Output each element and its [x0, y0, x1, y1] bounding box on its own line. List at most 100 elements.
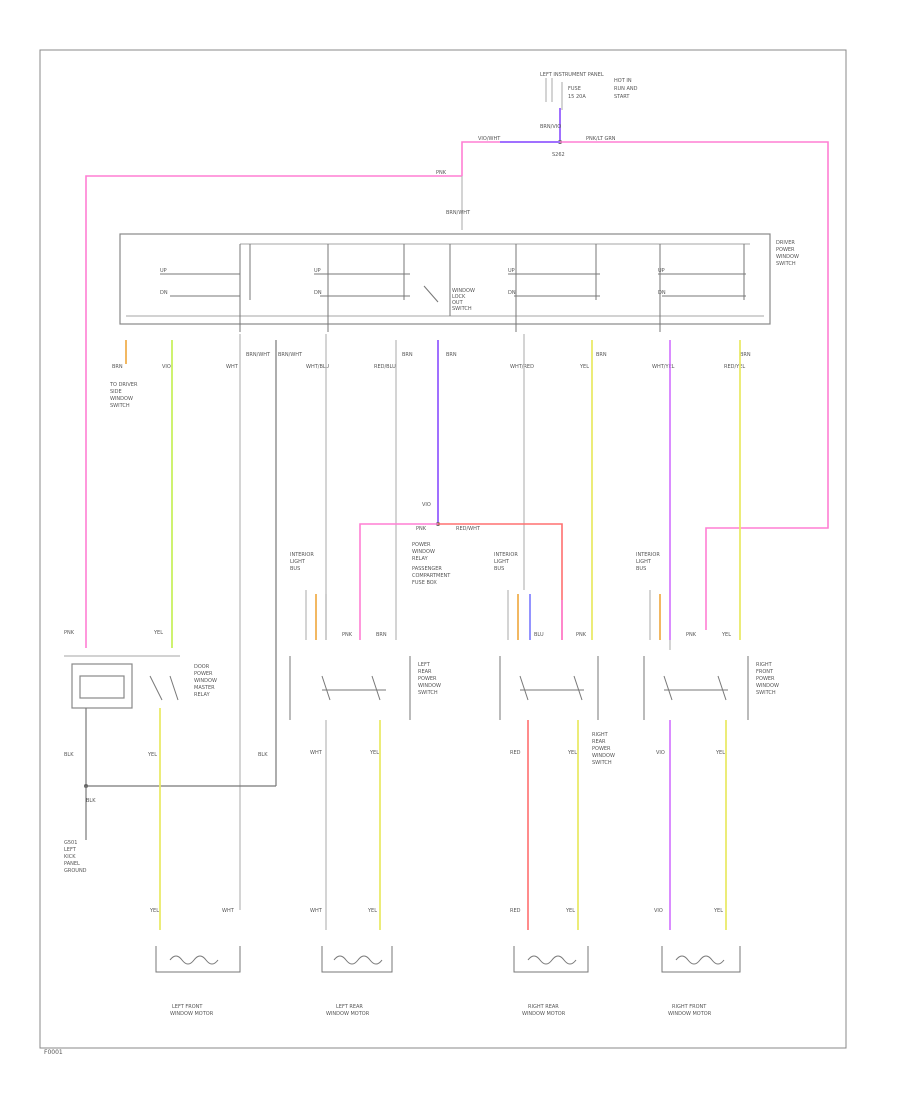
dn-label-4: DN	[658, 290, 666, 296]
master-note-0: BRN/WHT	[246, 352, 271, 358]
junction-sub-0: PASSENGER	[412, 566, 442, 572]
junction-sub-2: FUSE BOX	[412, 580, 437, 586]
lock-line-1: WINDOW	[452, 288, 475, 294]
lr-motor-wire-left: WHT	[310, 908, 323, 914]
rf-motor-wire-left: VIO	[654, 908, 663, 914]
ground-note-0: TO DRIVER	[109, 382, 138, 388]
master-note-2: BRN	[402, 352, 413, 358]
lr-motor-label-1: WINDOW MOTOR	[326, 1011, 370, 1017]
dn-label-3: DN	[508, 290, 516, 296]
motor-left-front: YEL WHT LEFT FRONT WINDOW MOTOR	[149, 908, 241, 1017]
lr-out-right: YEL	[369, 750, 379, 756]
rf-out-left: VIO	[656, 750, 665, 756]
up-label-2: UP	[314, 268, 321, 274]
master-switch-group-rf: UP DN	[658, 244, 746, 332]
rf-motor-coil	[675, 955, 725, 965]
master-output-labels: BRN VIO WHT WHT/BLU RED/BLU WHT/RED YEL …	[109, 352, 751, 409]
master-title-3: WINDOW	[776, 254, 799, 260]
master-title-4: SWITCH	[776, 261, 796, 267]
lf-motor-body	[155, 946, 241, 973]
lf-motor-wire-left: YEL	[149, 908, 159, 914]
rr-name-4: SWITCH	[592, 760, 612, 766]
window-lock-switch: WINDOW LOCK OUT SWITCH	[423, 244, 475, 316]
ground-label-1: LEFT	[64, 847, 77, 853]
rr-motor-label-1: WINDOW MOTOR	[522, 1011, 566, 1017]
rf-motor-body	[661, 946, 741, 973]
rf-out-right: YEL	[715, 750, 725, 756]
fuse-note-2: RUN AND	[614, 86, 638, 92]
master-output-0: BRN	[112, 364, 123, 370]
up-label-3: UP	[508, 268, 515, 274]
junction-pink	[359, 523, 438, 640]
lr-name-3: WINDOW	[418, 683, 441, 689]
ground-note-1: SIDE	[110, 389, 122, 395]
rr-name-2: POWER	[592, 746, 611, 752]
lock-line-3: OUT	[452, 300, 464, 306]
lr-name-1: REAR	[418, 669, 432, 675]
relay-wire-tl: PNK	[64, 630, 75, 636]
lock-line-2: LOCK	[452, 294, 466, 300]
door-power-window-relay: PNK YEL BLK YEL BLK DOOR POWER WINDOW MA…	[64, 630, 276, 930]
lr-motor-label-0: LEFT REAR	[336, 1004, 363, 1010]
junction-label-2: RELAY	[412, 556, 429, 562]
rf-motor-wire-right: YEL	[713, 908, 723, 914]
pink-feed-label: PNK	[436, 170, 447, 176]
master-output-1: VIO	[162, 364, 171, 370]
driver-power-window-switch: UP DN UP DN WINDOW LOCK OUT SWITCH UP	[119, 233, 799, 332]
lr-in-right: BRN	[376, 632, 387, 638]
pink-wire-left-relay	[85, 175, 462, 648]
rr-motor-body	[513, 946, 589, 973]
dn-label-1: DN	[160, 290, 168, 296]
master-switch-box	[119, 233, 771, 325]
master-output-2: WHT	[226, 364, 239, 370]
rr-motor-wire-left: RED	[510, 908, 521, 914]
lf-motor-wire-right: WHT	[222, 908, 235, 914]
fuse-label: FUSE	[568, 86, 581, 92]
ground-note-3: SWITCH	[110, 403, 130, 409]
master-output-3: WHT/BLU	[306, 364, 329, 370]
rf-in-left: PNK	[686, 632, 697, 638]
master-note-3: BRN	[446, 352, 457, 358]
master-switch-group-lr: UP DN	[314, 244, 410, 332]
lr-motor-wire-right: YEL	[367, 908, 377, 914]
ground-note-2: WINDOW	[110, 396, 133, 402]
master-note-5: BRN	[740, 352, 751, 358]
rf-motor-label-1: WINDOW MOTOR	[668, 1011, 712, 1017]
master-output-6: YEL	[579, 364, 589, 370]
rr-in-left: BLU	[534, 632, 544, 638]
dn-label-2: DN	[314, 290, 322, 296]
master-output-4: RED/BLU	[374, 364, 396, 370]
rr-motor-label-0: RIGHT REAR	[528, 1004, 559, 1010]
relay-label-0: DOOR	[194, 664, 210, 670]
master-output-7: WHT/YEL	[652, 364, 675, 370]
relay-wire-r: BLK	[258, 752, 268, 758]
master-output-5: WHT/RED	[510, 364, 534, 370]
door-switch-left-rear: INTERIOR LIGHT BUS PNK BRN WHT YEL LEFT …	[289, 552, 441, 930]
junction-red	[438, 523, 563, 640]
master-switch-group-rr: UP DN	[508, 244, 600, 332]
power-window-relay: VIO PNK RED/WHT POWER WINDOW RELAY PASSE…	[359, 502, 563, 640]
door-switch-right-front: INTERIOR LIGHT BUS PNK YEL VIO YEL RIGHT…	[636, 552, 779, 930]
rr-motor-wire-right: YEL	[565, 908, 575, 914]
master-top-wire: BRN/WHT	[446, 210, 471, 216]
rr-motor-coil	[527, 955, 577, 965]
door-switch-right-rear: INTERIOR LIGHT BUS BLU PNK RED YEL RIGHT…	[494, 552, 615, 930]
ground-label-0: G501	[64, 840, 77, 846]
rr-conn-0: INTERIOR	[494, 552, 518, 558]
relay-wire-bl: BLK	[64, 752, 74, 758]
lr-conn-2: BUS	[290, 566, 300, 572]
page-number: F0001	[44, 1049, 63, 1056]
rf-conn-0: INTERIOR	[636, 552, 660, 558]
relay-wire-br: YEL	[147, 752, 157, 758]
ground-label-3: PANEL	[64, 861, 80, 867]
master-note-4: BRN	[596, 352, 607, 358]
fuse-note-3: START	[614, 94, 630, 100]
lf-motor-label-0: LEFT FRONT	[172, 1004, 203, 1010]
rf-motor-label-0: RIGHT FRONT	[672, 1004, 707, 1010]
rr-in-right: PNK	[576, 632, 587, 638]
master-switch-group-lf: UP DN	[160, 244, 251, 332]
fuse-rating: 15 20A	[568, 94, 586, 100]
lf-motor-label-1: WINDOW MOTOR	[170, 1011, 214, 1017]
lr-in-left: PNK	[342, 632, 353, 638]
